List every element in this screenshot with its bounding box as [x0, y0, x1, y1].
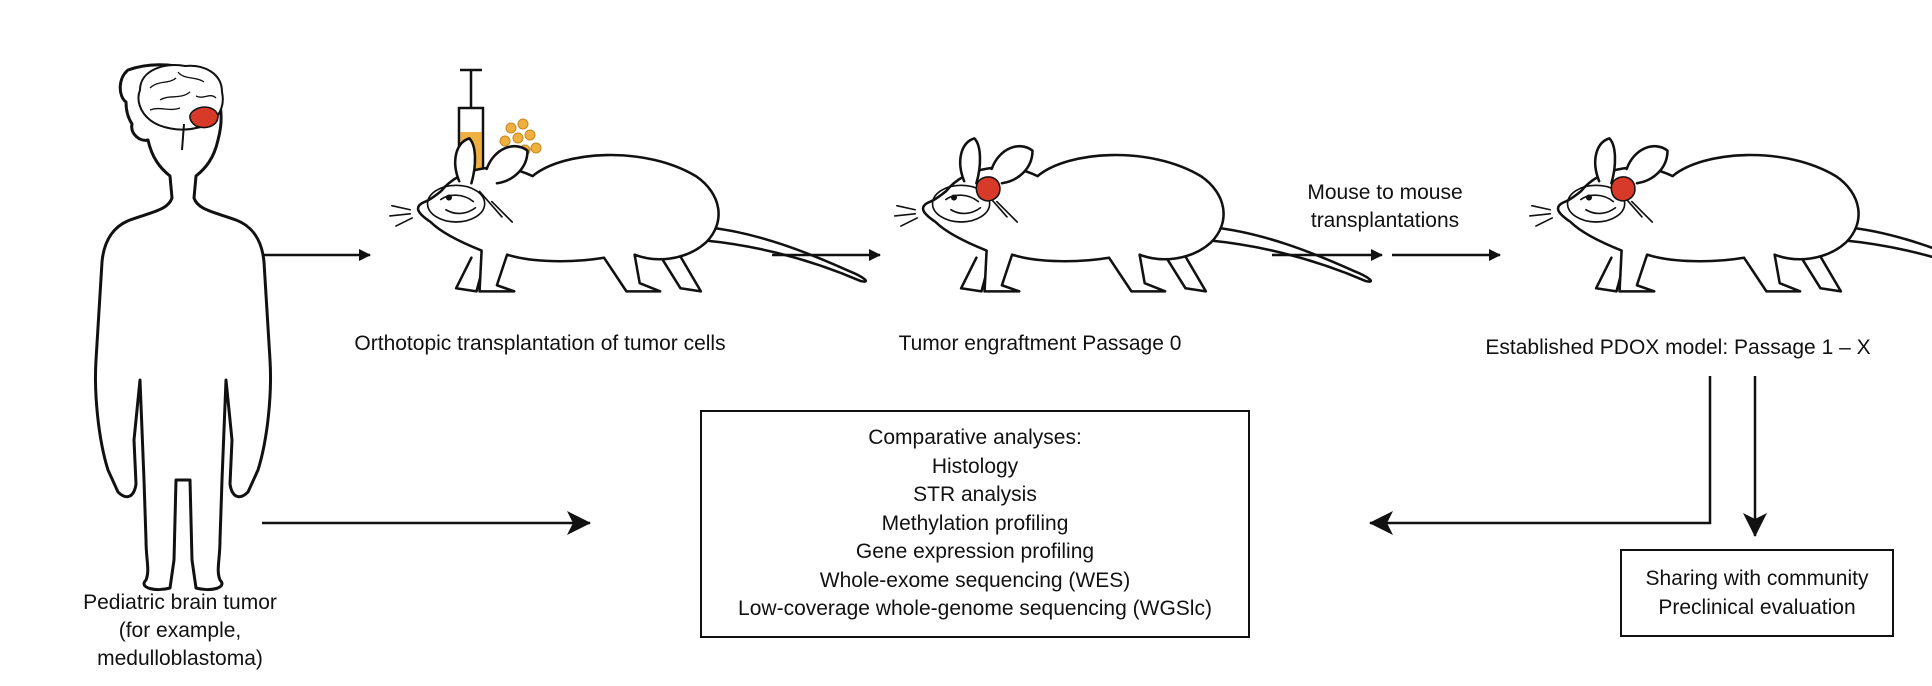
- patient-label-line: (for example,: [118, 619, 242, 642]
- analyses-heading: Comparative analyses:: [868, 426, 1082, 449]
- arrow-pdox-to-analyses: [1369, 376, 1712, 535]
- engraftment-label: Tumor engraftment Passage 0: [898, 332, 1182, 355]
- brain-icon: [137, 64, 224, 151]
- analyses-item: Low-coverage whole-genome sequencing (WG…: [738, 597, 1212, 620]
- sharing-box: Sharing with community Preclinical evalu…: [1620, 549, 1894, 637]
- child-silhouette-icon: [94, 63, 272, 592]
- established-label: Established PDOX model: Passage 1 – X: [1485, 336, 1871, 359]
- patient-label-line: Pediatric brain tumor: [83, 591, 277, 614]
- sharing-item: Sharing with community: [1645, 567, 1869, 590]
- patient-label-line: medulloblastoma): [97, 647, 263, 670]
- analyses-item: STR analysis: [913, 483, 1037, 506]
- orthotopic-label: Orthotopic transplantation of tumor cell…: [354, 332, 726, 355]
- analyses-box: Comparative analyses: Histology STR anal…: [700, 410, 1250, 638]
- sharing-item: Preclinical evaluation: [1658, 595, 1856, 619]
- transfer-label: Mouse to mouse transplantations: [1285, 179, 1485, 235]
- analyses-item: Methylation profiling: [881, 511, 1069, 535]
- transfer-label-line: transplantations: [1310, 209, 1460, 232]
- patient-label: Pediatric brain tumor (for example, medu…: [30, 589, 330, 673]
- transfer-label-line: Mouse to mouse: [1307, 181, 1463, 204]
- analyses-item: Whole-exome sequencing (WES): [819, 568, 1131, 592]
- mouse-icon: [388, 137, 868, 293]
- analyses-item: Histology: [931, 454, 1019, 478]
- mouse-icon: [1528, 137, 1932, 293]
- analyses-item: Gene expression profiling: [855, 540, 1095, 563]
